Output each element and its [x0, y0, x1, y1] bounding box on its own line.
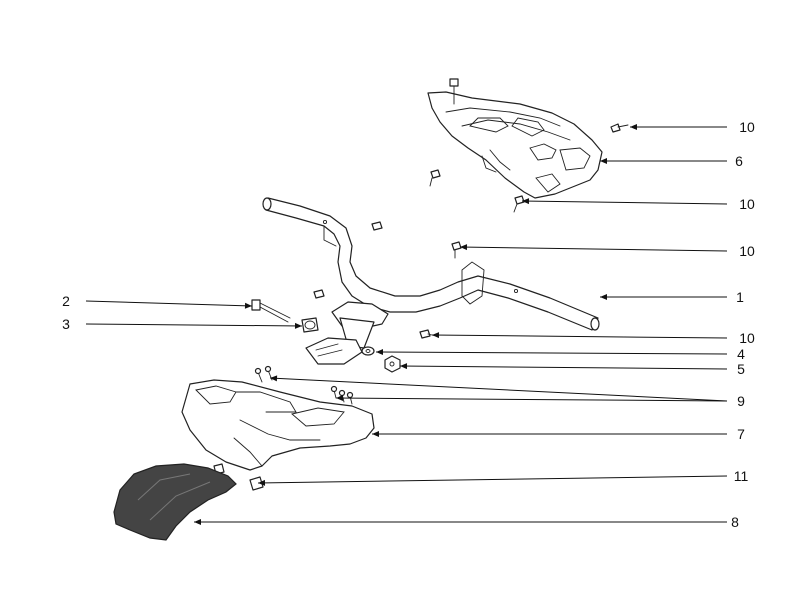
callout-2-leader-arrowhead — [244, 302, 252, 309]
callout-5-leader-arrowhead — [400, 363, 408, 370]
callout-3-leader-arrowhead — [294, 322, 302, 329]
speedometer-lens — [113, 463, 237, 541]
callout-label-10: 10 — [739, 196, 755, 212]
rear-handlebar-cover — [427, 91, 603, 199]
callout-3-leader-line — [85, 323, 303, 327]
callout-4-leader-line — [375, 351, 728, 355]
handlebar — [262, 197, 600, 365]
callout-5-leader-line — [399, 365, 728, 370]
clip-nut — [213, 463, 264, 491]
spacer — [301, 317, 319, 333]
callout-9-leader-arrowhead — [270, 375, 278, 382]
front-handlebar-cover — [181, 379, 375, 471]
callout-10-leader-arrowhead — [522, 198, 530, 205]
callout-label-10: 10 — [739, 243, 755, 259]
callout-label-4: 4 — [737, 346, 745, 362]
callout-label-1: 1 — [736, 289, 744, 305]
callout-label-6: 6 — [735, 153, 743, 169]
callout-9-leader-arrowhead — [336, 395, 344, 402]
callout-label-10: 10 — [739, 330, 755, 346]
callout-label-3: 3 — [62, 316, 70, 332]
callout-1-leader-arrowhead — [600, 294, 607, 300]
callout-7-leader-arrowhead — [372, 431, 379, 437]
callout-10-leader-line — [459, 246, 728, 252]
callout-label-8: 8 — [731, 514, 739, 530]
callout-10-leader-arrowhead — [432, 332, 440, 339]
washer — [361, 346, 375, 356]
callout-label-2: 2 — [62, 293, 70, 309]
callout-2-leader-line — [85, 300, 253, 307]
callout-9-leader-line — [269, 377, 728, 402]
callout-label-5: 5 — [737, 361, 745, 377]
screw — [254, 365, 354, 405]
callout-10-leader-line — [521, 200, 728, 205]
callout-11-leader-arrowhead — [258, 479, 266, 486]
callout-6-leader-arrowhead — [600, 158, 607, 164]
callout-8-leader-arrowhead — [194, 519, 201, 525]
callout-10-leader-arrowhead — [460, 244, 468, 251]
callout-label-11: 11 — [734, 468, 749, 484]
callout-4-leader-arrowhead — [376, 349, 384, 356]
callout-label-10: 10 — [739, 119, 755, 135]
callout-10-leader-arrowhead — [630, 124, 637, 130]
bolt — [313, 78, 629, 339]
callout-11-leader-line — [257, 475, 728, 484]
callout-10-leader-line — [431, 334, 728, 339]
callout-label-7: 7 — [737, 426, 745, 442]
nut — [384, 355, 401, 373]
callout-label-9: 9 — [737, 393, 745, 409]
clamp-bolt — [251, 299, 291, 323]
callout-9-leader-line — [335, 397, 728, 402]
